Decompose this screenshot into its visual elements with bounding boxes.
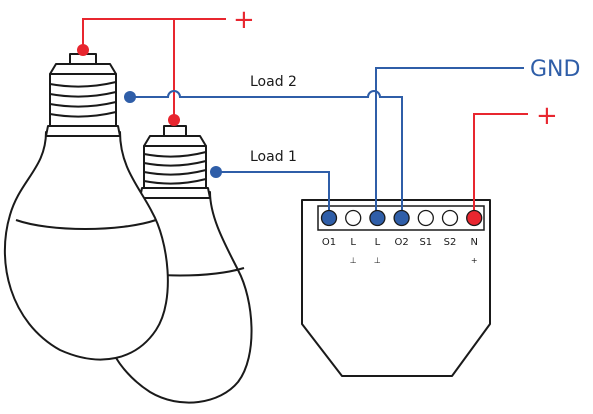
plus-label-top: + <box>233 5 255 35</box>
load-1-label: Load 1 <box>250 149 297 165</box>
bulb-1-contact-dot <box>168 114 180 126</box>
load-2-label: Load 2 <box>250 74 297 90</box>
gnd-label: GND <box>530 57 580 82</box>
live-wire-top <box>82 18 226 50</box>
gnd-wire <box>375 67 524 216</box>
terminal-2-screw <box>345 209 362 227</box>
terminal-7-label: N <box>470 237 477 248</box>
plus-label-right: + <box>536 101 558 131</box>
load-2-wire <box>130 90 403 216</box>
bulb-1-side-contact-dot <box>210 166 222 178</box>
terminal-2-label: L <box>350 237 356 248</box>
terminal-1-screw <box>320 209 338 227</box>
bulb-2-side-contact-dot <box>124 91 136 103</box>
terminal-2-symbol: ⊥ <box>350 256 357 265</box>
terminal-3-symbol: ⊥ <box>374 256 381 265</box>
terminal-6-label: S2 <box>444 237 457 248</box>
terminal-3-label: L <box>375 237 381 248</box>
load-1-wire <box>216 171 330 216</box>
bulb-load-2 <box>3 53 169 361</box>
terminal-5-screw <box>417 209 434 227</box>
terminal-7-symbol: + <box>471 256 478 265</box>
terminal-3-screw <box>369 209 386 227</box>
terminal-6-screw <box>441 209 459 227</box>
terminal-4-screw <box>393 209 410 227</box>
bulb-2-contact-dot <box>77 44 89 56</box>
terminal-4-label: O2 <box>394 237 408 248</box>
relay-module <box>301 199 491 377</box>
terminal-1-label: O1 <box>322 237 336 248</box>
terminal-5-label: S1 <box>419 237 432 248</box>
live-wire-right <box>473 113 528 216</box>
terminal-7-screw <box>466 209 483 227</box>
terminal-row: O1 L ⊥ L ⊥ O2 S1 S2 N + <box>320 209 483 265</box>
